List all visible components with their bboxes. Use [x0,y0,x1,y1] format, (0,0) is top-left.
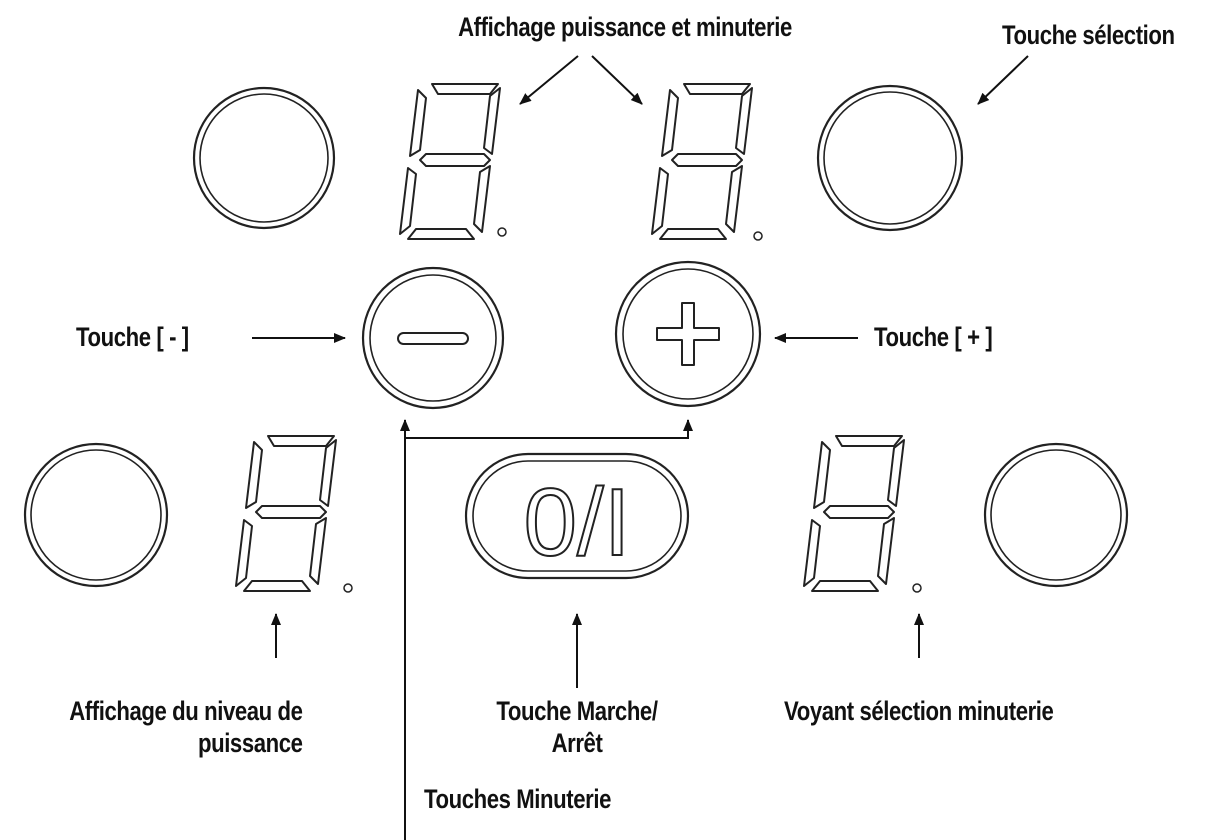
label-on-off-key-line1: Touche Marche/ [496,696,658,726]
label-power-timer-display: Affichage puissance et minuterie [458,12,792,42]
on-off-symbol: 0/I [524,469,631,576]
label-power-level-display-line1: Affichage du niveau de [69,696,304,726]
arrow-to-top-right-display [591,55,643,105]
plus-icon [656,302,720,366]
bottom-right-select-button[interactable] [983,442,1129,588]
label-plus-key: Touche [ + ] [874,322,993,352]
label-power-level-display-line2: puissance [198,728,303,758]
timer-keys-leader-to-plus [405,419,693,439]
timer-digit-display [803,435,905,592]
bottom-left-select-button[interactable] [23,442,169,588]
minus-button[interactable] [361,266,505,410]
label-timer-select-indicator: Voyant sélection minuterie [784,696,1054,726]
top-right-decimal-dot [753,231,763,241]
label-timer-keys: Touches Minuterie [424,784,611,814]
top-left-digit-display [399,83,501,240]
top-left-decimal-dot [497,227,507,237]
top-left-select-button[interactable] [192,86,336,230]
timer-decimal-dot [912,583,922,593]
on-off-button[interactable]: 0/I [464,452,690,580]
arrow-to-top-left-display [519,55,579,105]
label-on-off-key-line2: Arrêt [551,728,603,758]
label-minus-key: Touche [ - ] [76,322,189,352]
label-select-key: Touche sélection [1002,20,1175,50]
top-right-select-button[interactable] [816,84,964,232]
power-level-decimal-dot [343,583,353,593]
top-right-digit-display [651,83,753,240]
minus-icon [397,332,469,345]
plus-button[interactable] [614,260,762,408]
arrow-to-select-key [977,55,1029,105]
power-level-digit-display [235,435,337,592]
